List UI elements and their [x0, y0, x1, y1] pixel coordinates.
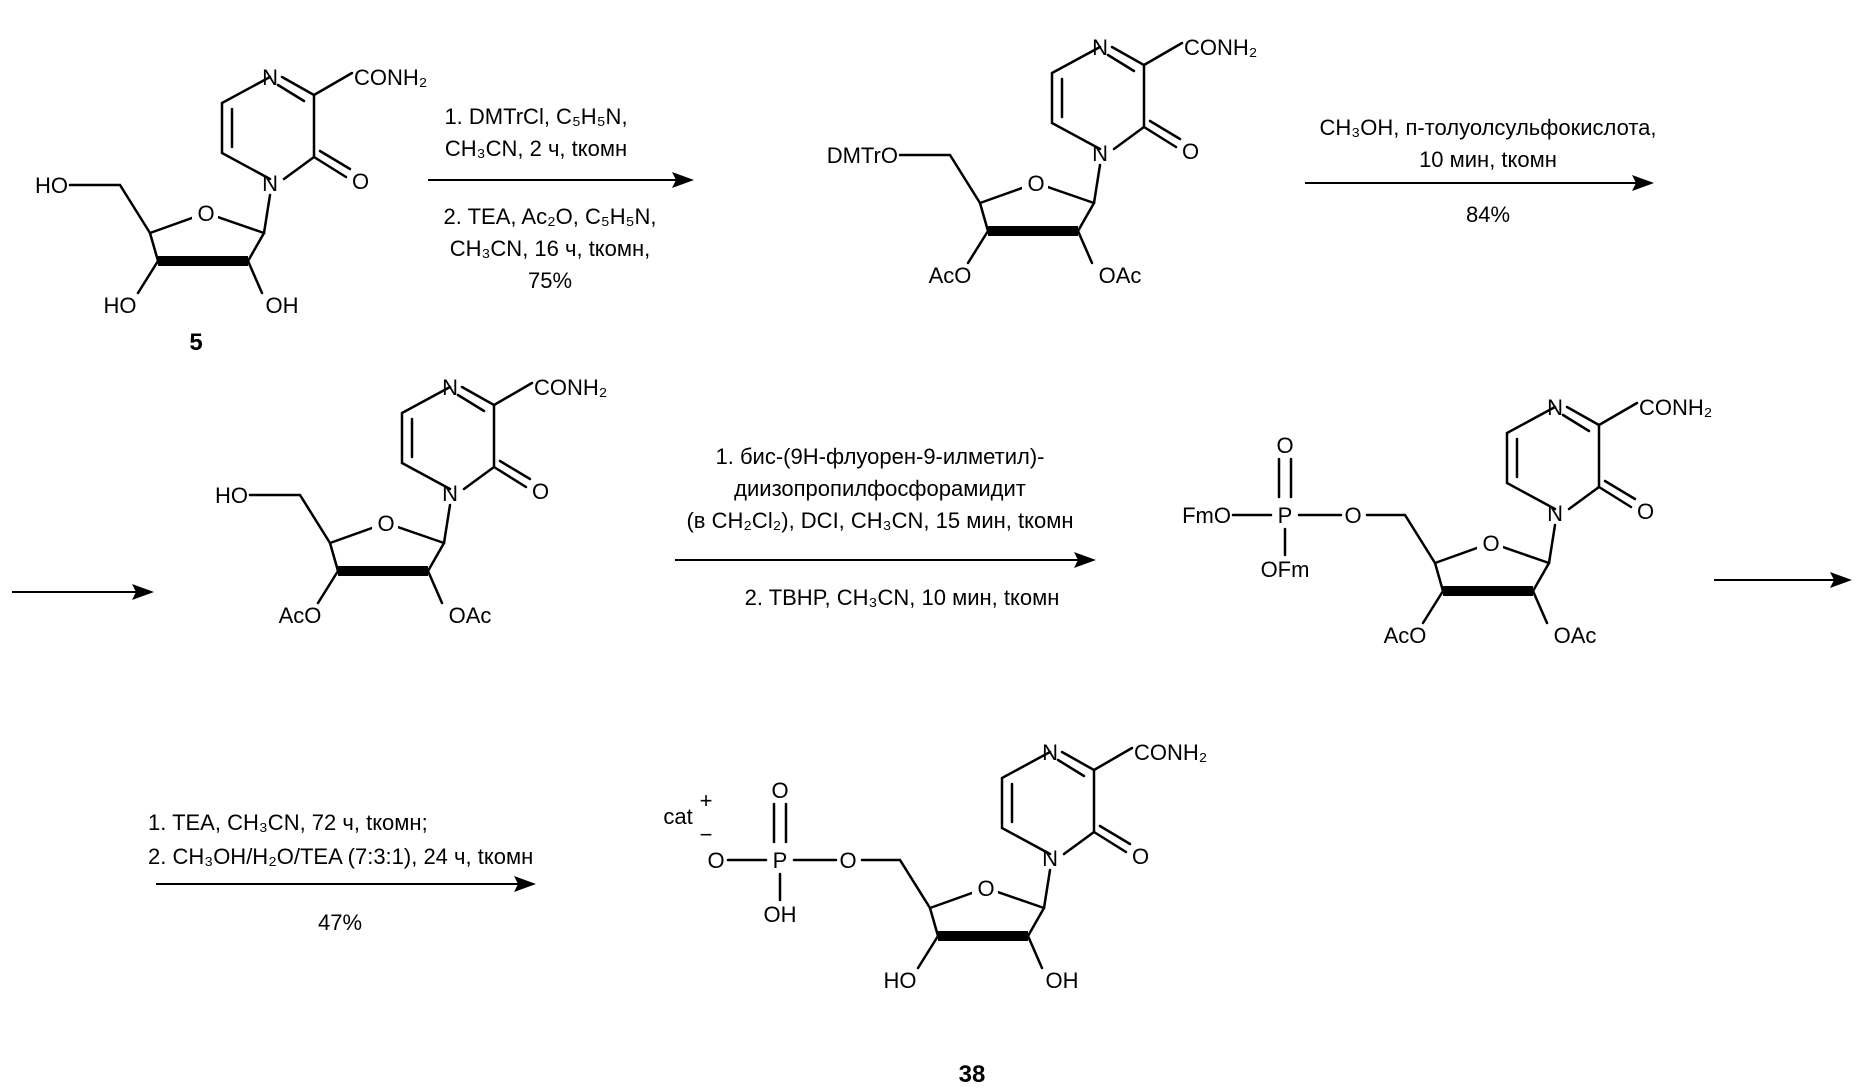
step-4-arrow: 1. TEA, CH₃CN, 72 ч, tкомн; 2. CH₃OH/H₂O…: [148, 810, 536, 935]
c5-bond: [68, 183, 152, 235]
ofm-label: OFm: [1261, 557, 1310, 582]
ribose-ring-o: O: [1482, 531, 1499, 556]
ring-n-top: N: [1042, 740, 1058, 765]
conh2-label: CONH₂: [354, 65, 427, 90]
step4-cond-2: 2. CH₃OH/H₂O/TEA (7:3:1), 24 ч, tкомн: [148, 844, 533, 869]
ring-n-top: N: [1092, 35, 1108, 60]
conh2-label: CONH₂: [1639, 395, 1712, 420]
conh2-label: CONH₂: [1184, 35, 1257, 60]
ho-5prime: HO: [215, 483, 248, 508]
ho-3prime: HO: [884, 968, 917, 993]
ho-3prime: HO: [104, 293, 137, 318]
step3-cond-1: 1. бис-(9H-флуорен-9-илметил)-: [716, 444, 1045, 469]
ribose-c4-c3: [148, 231, 160, 263]
carbonyl-o: O: [532, 479, 549, 504]
step1-cond-2: CH₃CN, 2 ч, tкомн: [445, 136, 627, 161]
ring-n-bottom: N: [1042, 846, 1058, 871]
oh-2prime: OH: [1046, 968, 1079, 993]
compound-number-5: 5: [189, 329, 202, 356]
molecule-5oh-intermediate: N N CONH₂ O O HO AcO OAc: [215, 375, 607, 628]
cation-charge: +: [700, 788, 713, 813]
conh2-label: CONH₂: [534, 375, 607, 400]
cation-label: cat: [663, 804, 692, 829]
molecule-dmtr-intermediate: N N CONH₂ O O DMTrO AcO OAc: [827, 35, 1258, 288]
phosphoryl-o: O: [1276, 433, 1293, 458]
step-1-arrow: 1. DMTrCl, C₅H₅N, CH₃CN, 2 ч, tкомн 2. T…: [428, 104, 694, 293]
aco-3prime: AcO: [1384, 623, 1427, 648]
step3-cond-2: диизопропилфосфорамидит: [734, 476, 1026, 501]
c3-oh-bond: [136, 259, 160, 295]
ring-n-bottom: N: [442, 481, 458, 506]
aco-3prime: AcO: [279, 603, 322, 628]
ho-5prime: HO: [35, 173, 68, 198]
c2-oh-bond: [246, 259, 264, 295]
carboxamide-bond: [312, 71, 354, 97]
ring-n-top: N: [262, 65, 278, 90]
carbonyl-o: O: [1637, 499, 1654, 524]
negative-charge: −: [700, 822, 713, 847]
phosphorus: P: [773, 848, 788, 873]
continuation-arrow-right: [1714, 572, 1852, 588]
pyrazine-cn-double: [276, 83, 306, 103]
ring-n-bottom: N: [262, 171, 278, 196]
step2-cond-1: CH₃OH, п-толуолсульфокислота,: [1319, 115, 1656, 140]
glycosidic-bond: [262, 193, 272, 235]
carbonyl-bond: [312, 155, 348, 179]
step1-cond-3: 2. TEA, Ac₂O, C₅H₅N,: [444, 204, 657, 229]
arrowhead-3: [1074, 552, 1096, 568]
ring-n-bottom: N: [1092, 141, 1108, 166]
molecule-compound-38: N N CONH₂ O O HO OH O P O O − OH cat +: [663, 740, 1207, 993]
step4-cond-1: 1. TEA, CH₃CN, 72 ч, tкомн;: [148, 810, 428, 835]
arrowhead-2: [1632, 175, 1654, 191]
carbonyl-o: O: [352, 169, 369, 194]
ring-n-top: N: [442, 375, 458, 400]
molecule-fm-phosphate: N N CONH₂ O O AcO OAc O P O FmO OFm: [1182, 395, 1712, 648]
carbonyl-double: [318, 149, 352, 171]
carbonyl-o: O: [1132, 844, 1149, 869]
conh2-label: CONH₂: [1134, 740, 1207, 765]
step3-cond-3: (в CH₂Cl₂), DCI, CH₃CN, 15 мин, tкомн: [686, 508, 1073, 533]
step1-cond-1: 1. DMTrCl, C₅H₅N,: [444, 104, 627, 129]
continuation-arrow-left: [12, 584, 154, 600]
ribose-ring-o: O: [977, 876, 994, 901]
step-3-arrow: 1. бис-(9H-флуорен-9-илметил)- диизопроп…: [675, 444, 1096, 610]
step1-cond-4: CH₃CN, 16 ч, tкомн,: [450, 236, 651, 261]
phosphate-bridge-o: O: [839, 848, 856, 873]
ribose-ring-o: O: [1027, 171, 1044, 196]
phosphorus: P: [1278, 503, 1293, 528]
aco-3prime: AcO: [929, 263, 972, 288]
step2-cond-2: 10 мин, tкомн: [1419, 147, 1557, 172]
ribose-ring-o: O: [197, 201, 214, 226]
arrowhead-4: [514, 876, 536, 892]
phosphoryl-o: O: [771, 778, 788, 803]
ribose-c1-c2: [246, 231, 266, 263]
arrowhead-1: [672, 172, 694, 188]
oac-2prime: OAc: [1554, 623, 1597, 648]
ring-n-top: N: [1547, 395, 1563, 420]
molecule-compound-5: N N CONH₂ O O HO HO OH: [35, 65, 427, 318]
ribose-ring-o: O: [377, 511, 394, 536]
dmtro-label: DMTrO: [827, 143, 898, 168]
oh-2prime: OH: [266, 293, 299, 318]
pyrazine-ring-left: [220, 75, 272, 181]
step-2-arrow: CH₃OH, п-толуолсульфокислота, 10 мин, tк…: [1305, 115, 1657, 227]
compound-number-38: 38: [959, 1061, 986, 1088]
oac-2prime: OAc: [449, 603, 492, 628]
anionic-o: O: [707, 848, 724, 873]
step1-yield: 75%: [528, 268, 572, 293]
ring-n-bottom: N: [1547, 501, 1563, 526]
step2-yield: 84%: [1466, 202, 1510, 227]
phosphate-oh: OH: [764, 902, 797, 927]
pyrazine-ring-right: [280, 75, 316, 181]
step4-yield: 47%: [318, 910, 362, 935]
oac-2prime: OAc: [1099, 263, 1142, 288]
carbonyl-o: O: [1182, 139, 1199, 164]
fmo-label: FmO: [1182, 503, 1231, 528]
phosphate-bridge-o: O: [1344, 503, 1361, 528]
step3-cond-4: 2. TBHP, CH₃CN, 10 мин, tкомн: [745, 585, 1060, 610]
